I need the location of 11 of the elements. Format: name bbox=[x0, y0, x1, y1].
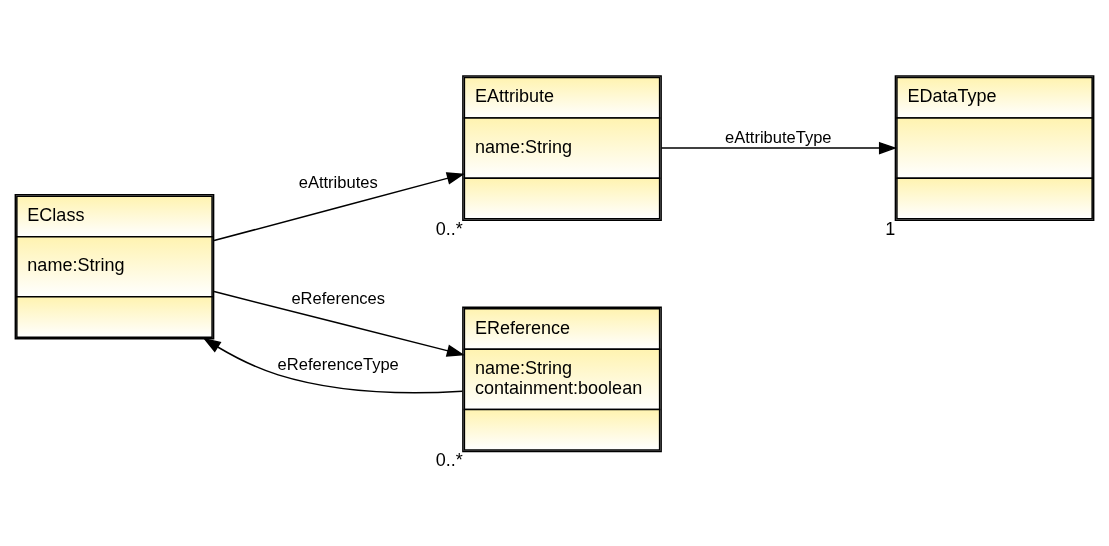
edge-label: eAttributes bbox=[298, 172, 378, 192]
edge-label: eReferenceType bbox=[277, 354, 399, 374]
node-label: 0..* bbox=[435, 449, 463, 470]
edge-label: eAttributeType bbox=[725, 127, 832, 147]
node-label: 0..* bbox=[435, 218, 463, 239]
arrow bbox=[213, 290, 465, 357]
edge-label: eReferences bbox=[291, 288, 386, 308]
arrow bbox=[213, 171, 465, 241]
arrow bbox=[202, 337, 464, 393]
node-label: 1 bbox=[885, 218, 896, 239]
arrow bbox=[660, 141, 897, 154]
